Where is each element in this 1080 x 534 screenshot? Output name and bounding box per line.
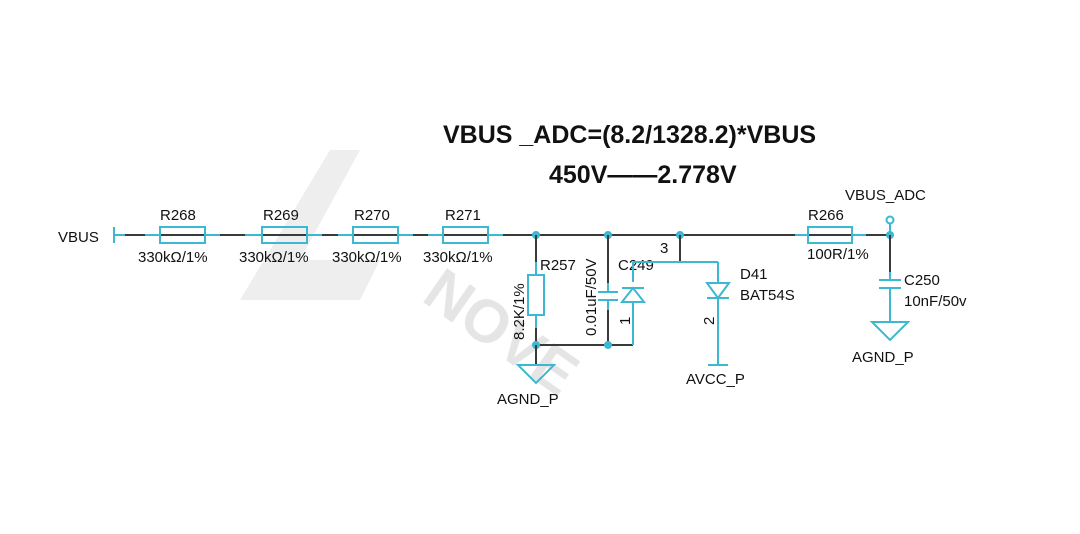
capacitor-c249[interactable]: 0.01uF/50V C249 bbox=[583, 235, 654, 345]
agnd-left-label: AGND_P bbox=[497, 391, 559, 408]
r271-ref: R271 bbox=[445, 207, 481, 224]
resistor-r257[interactable]: R257 8.2K/1% bbox=[511, 235, 576, 345]
c249-value: 0.01uF/50V bbox=[583, 258, 600, 336]
diode-d41[interactable]: 3 1 2 D41 BAT54S bbox=[617, 235, 795, 345]
agnd-right-label: AGND_P bbox=[852, 349, 914, 366]
agnd-left-ground-symbol: AGND_P bbox=[497, 345, 559, 408]
r268-ref: R268 bbox=[160, 207, 196, 224]
resistor-r266[interactable]: R266 100R/1% bbox=[795, 207, 869, 263]
c249-ref: C249 bbox=[618, 257, 654, 274]
r257-ref: R257 bbox=[540, 257, 576, 274]
avcc-power-symbol: AVCC_P bbox=[686, 345, 745, 388]
d41-pin-3: 3 bbox=[660, 240, 668, 257]
r257-value: 8.2K/1% bbox=[511, 283, 528, 340]
resistor-r271[interactable]: R271 330kΩ/1% bbox=[423, 207, 503, 266]
avcc-label: AVCC_P bbox=[686, 371, 745, 388]
d41-pin-1: 1 bbox=[617, 317, 634, 325]
c250-ref: C250 bbox=[904, 272, 940, 289]
svg-text:NOVE: NOVE bbox=[413, 256, 591, 408]
r269-value: 330kΩ/1% bbox=[239, 249, 309, 266]
capacitor-c250[interactable]: C250 10nF/50v bbox=[879, 235, 967, 322]
d41-pin-2: 2 bbox=[701, 317, 718, 325]
watermark-logo: NOVE bbox=[240, 150, 590, 408]
r266-value: 100R/1% bbox=[807, 246, 869, 263]
r268-value: 330kΩ/1% bbox=[138, 249, 208, 266]
c250-value: 10nF/50v bbox=[904, 293, 967, 310]
d41-ref: D41 bbox=[740, 266, 768, 283]
r269-ref: R269 bbox=[263, 207, 299, 224]
vbus-adc-port bbox=[885, 215, 895, 225]
equation-line-2: 450V——2.778V bbox=[549, 161, 737, 189]
r270-value: 330kΩ/1% bbox=[332, 249, 402, 266]
r271-value: 330kΩ/1% bbox=[423, 249, 493, 266]
r270-ref: R270 bbox=[354, 207, 390, 224]
equation-line-1: VBUS _ADC=(8.2/1328.2)*VBUS bbox=[443, 121, 816, 149]
resistor-r268[interactable]: R268 330kΩ/1% bbox=[138, 207, 220, 266]
vbus-adc-net-label: VBUS_ADC bbox=[845, 187, 926, 204]
resistor-r270[interactable]: R270 330kΩ/1% bbox=[332, 207, 413, 266]
agnd-right-ground-symbol: AGND_P bbox=[852, 321, 914, 366]
vbus-net-label: VBUS bbox=[58, 229, 99, 246]
r266-ref: R266 bbox=[808, 207, 844, 224]
junction-dot bbox=[604, 341, 612, 349]
d41-value: BAT54S bbox=[740, 287, 795, 304]
resistor-r269[interactable]: R269 330kΩ/1% bbox=[239, 207, 322, 266]
